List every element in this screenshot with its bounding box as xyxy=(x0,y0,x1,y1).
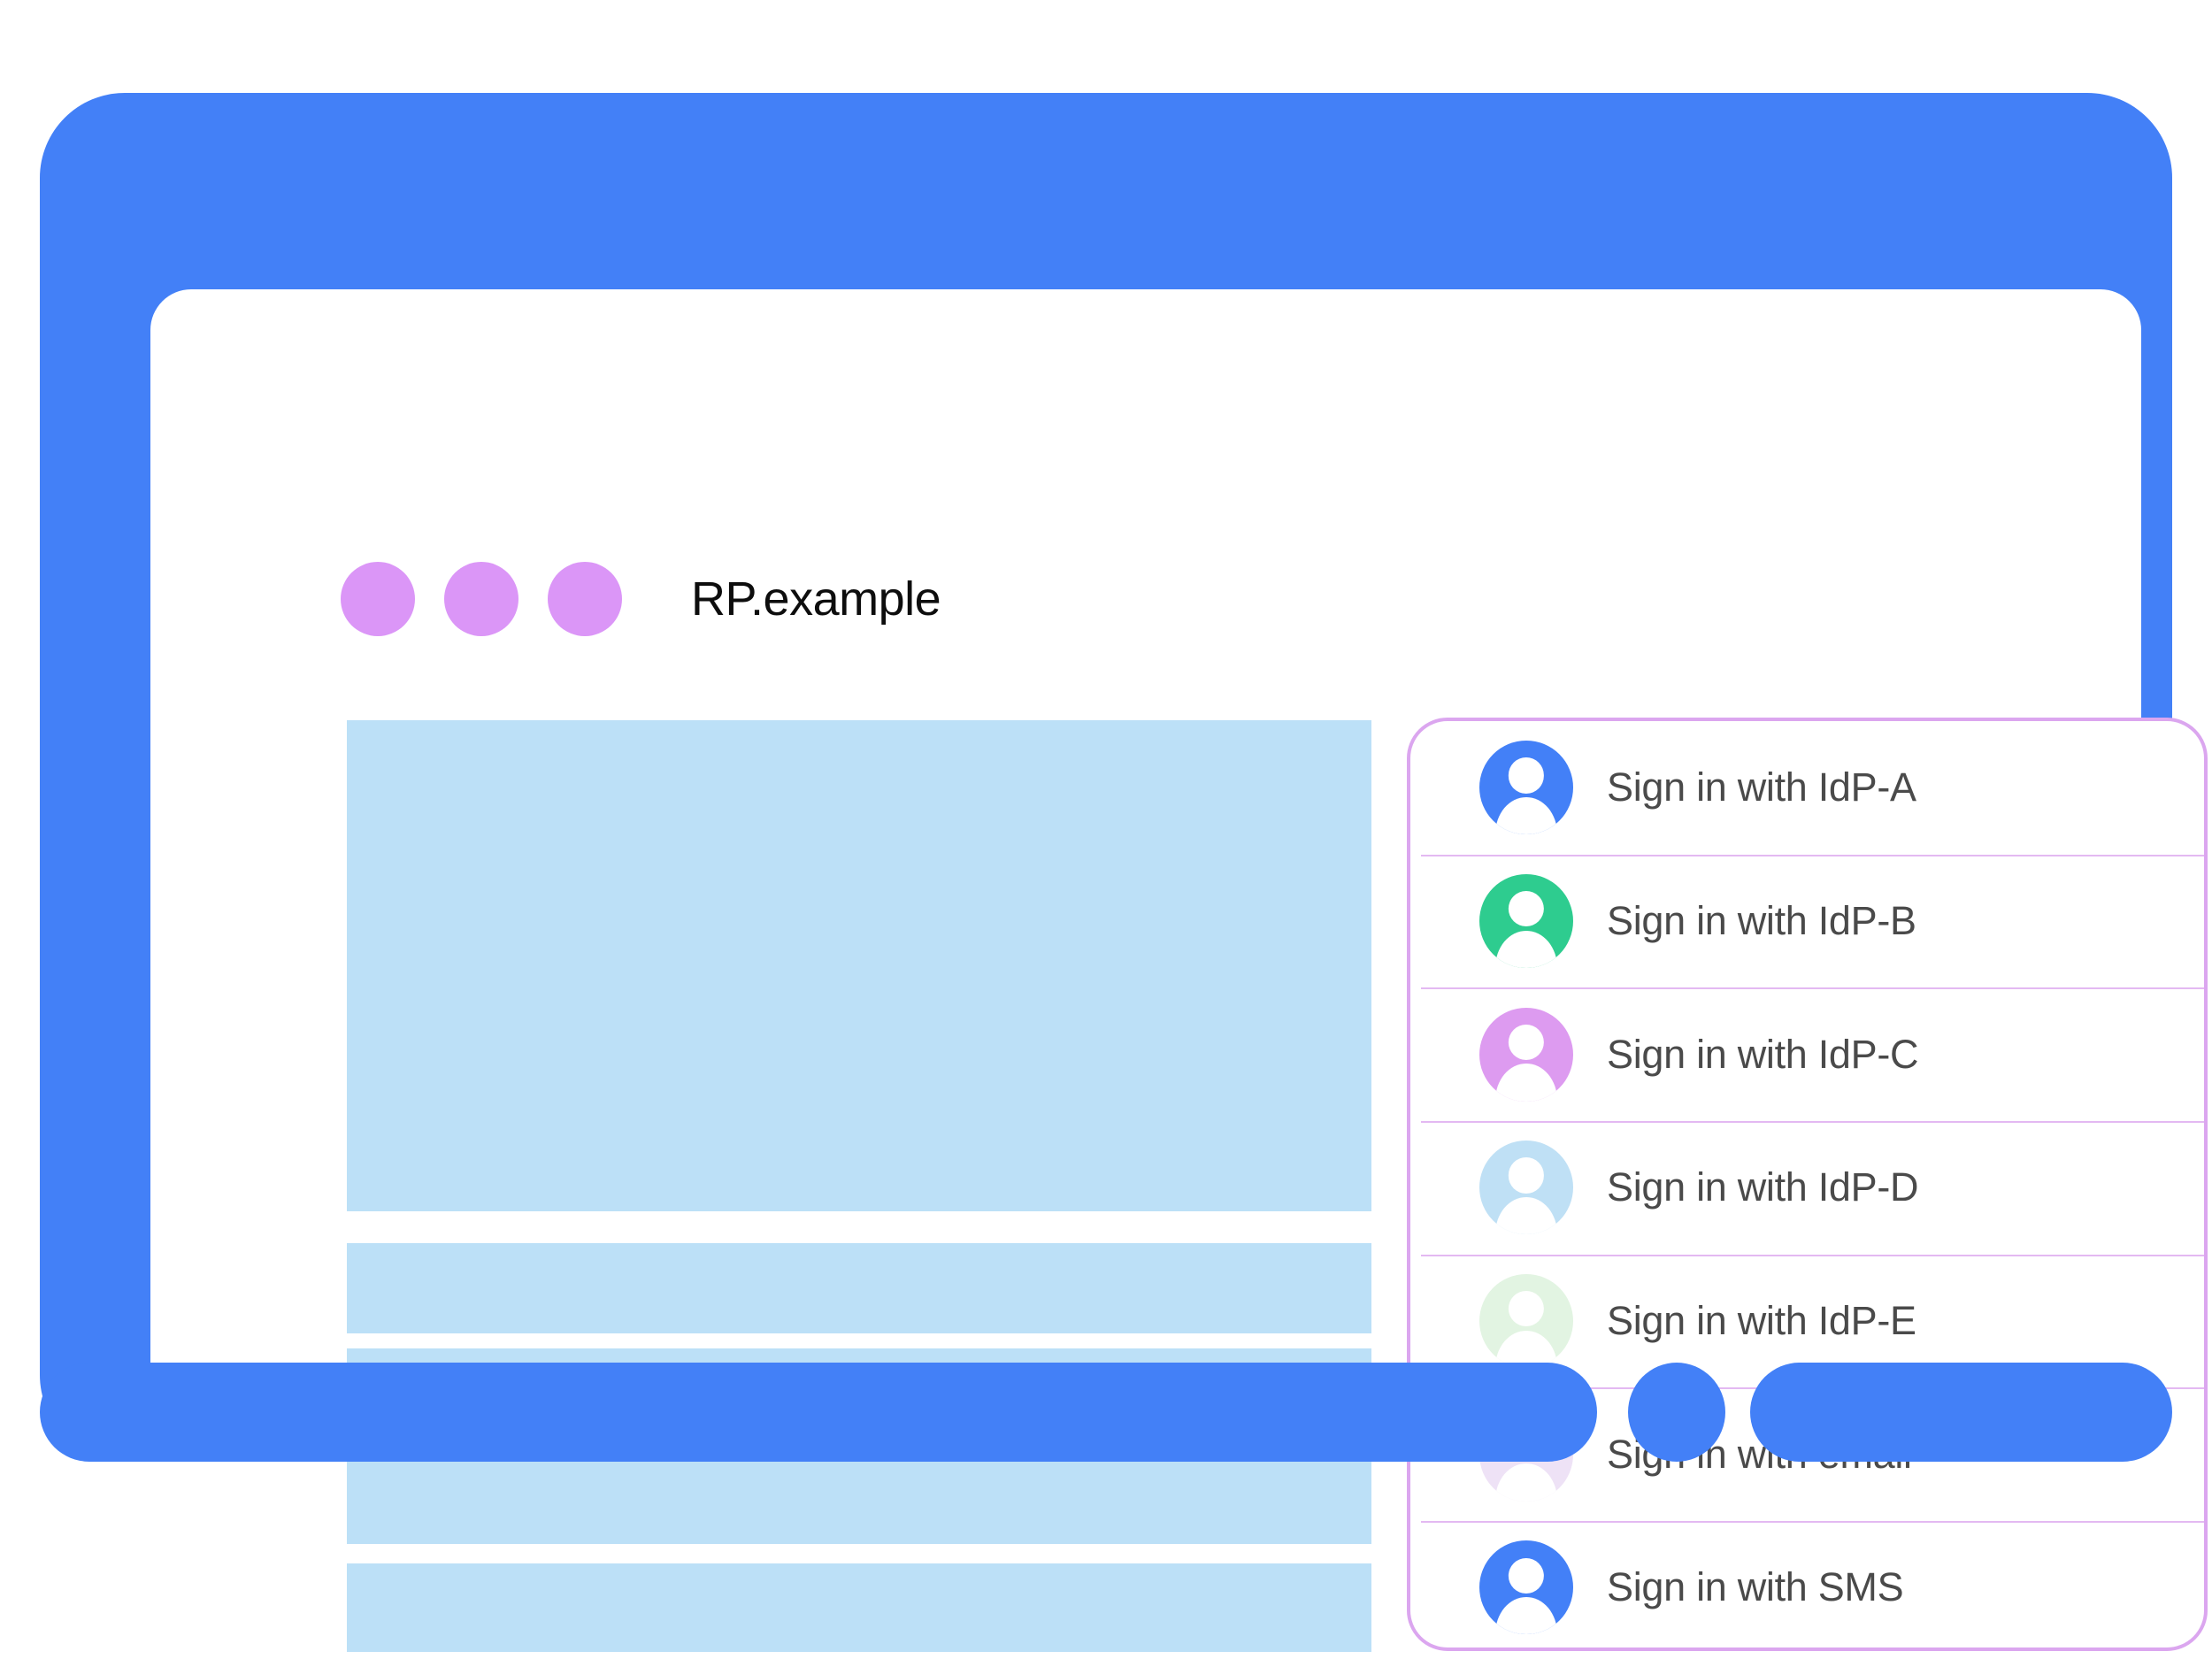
avatar-icon xyxy=(1479,874,1573,969)
sign-in-option-label: Sign in with IdP-D xyxy=(1607,1164,1919,1210)
sign-in-option-idp-d[interactable]: Sign in with IdP-D xyxy=(1410,1121,2204,1255)
browser-window: RP.example Sign in with IdP-A Sign in wi… xyxy=(150,289,2208,1652)
sign-in-option-idp-b[interactable]: Sign in with IdP-B xyxy=(1410,854,2204,988)
device-bezel-left xyxy=(40,1363,1597,1462)
window-dot-3[interactable] xyxy=(548,562,622,636)
device-bezel-right xyxy=(1750,1363,2172,1462)
avatar-icon xyxy=(1479,1274,1573,1369)
sign-in-option-label: Sign in with IdP-C xyxy=(1607,1031,1919,1077)
avatar-icon xyxy=(1479,1141,1573,1235)
sign-in-option-idp-e[interactable]: Sign in with IdP-E xyxy=(1410,1254,2204,1388)
sign-in-option-label: Sign in with IdP-E xyxy=(1607,1298,1916,1344)
sign-in-option-idp-a[interactable]: Sign in with IdP-A xyxy=(1410,721,2204,855)
browser-titlebar: RP.example xyxy=(341,562,941,636)
text-line-1 xyxy=(347,1243,1371,1333)
sign-in-option-label: Sign in with SMS xyxy=(1607,1564,1904,1610)
avatar-icon xyxy=(1479,741,1573,835)
device-frame: RP.example Sign in with IdP-A Sign in wi… xyxy=(40,93,2208,1652)
page-title: RP.example xyxy=(691,572,941,626)
sign-in-option-idp-c[interactable]: Sign in with IdP-C xyxy=(1410,987,2204,1121)
window-dot-1[interactable] xyxy=(341,562,415,636)
text-line-3 xyxy=(347,1455,1371,1544)
account-chooser-panel: Sign in with IdP-A Sign in with IdP-B Si… xyxy=(1407,718,2208,1651)
sign-in-option-label: Sign in with IdP-B xyxy=(1607,898,1916,944)
sign-in-option-sms[interactable]: Sign in with SMS xyxy=(1410,1521,2204,1647)
text-line-4 xyxy=(347,1563,1371,1652)
hero-block xyxy=(347,720,1371,1211)
avatar-icon xyxy=(1479,1540,1573,1635)
window-dot-2[interactable] xyxy=(444,562,518,636)
home-button[interactable] xyxy=(1628,1363,1725,1462)
avatar-icon xyxy=(1479,1007,1573,1102)
sign-in-option-label: Sign in with IdP-A xyxy=(1607,764,1916,810)
